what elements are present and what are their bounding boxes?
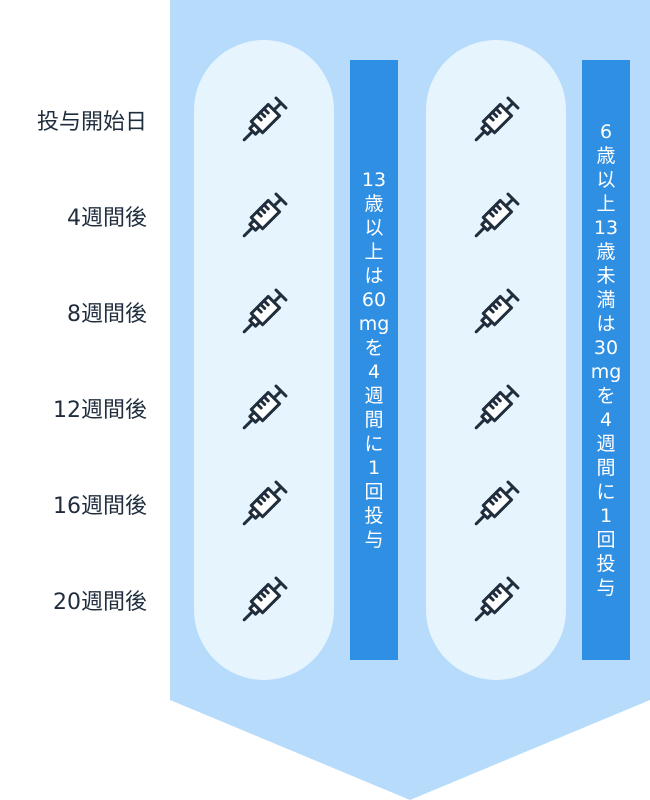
dose-label-char: 6 <box>599 121 613 143</box>
timeline-label: 8週間後 <box>67 302 147 327</box>
dose-label-char: に <box>596 481 616 503</box>
syringe-icon <box>234 570 294 630</box>
dose-label-char: 上 <box>364 241 384 263</box>
dose-label-char: 投 <box>596 553 616 575</box>
dose-label-char: mg <box>590 361 622 383</box>
dose-label-char: 週 <box>364 385 384 407</box>
dose-label-char: 4 <box>599 409 613 431</box>
dose-label-char: 与 <box>596 577 616 599</box>
syringe-icon <box>234 186 294 246</box>
dose-label-char: 投 <box>364 505 384 527</box>
dose-label-char: は <box>364 265 384 287</box>
syringe-icon <box>234 90 294 150</box>
dose-label-char: 回 <box>596 529 616 551</box>
syringe-icon <box>466 186 526 246</box>
dose-label-char: 間 <box>364 409 384 431</box>
dose-label-char: 歳 <box>364 193 384 215</box>
syringe-icon <box>466 570 526 630</box>
syringe-icon <box>234 282 294 342</box>
dose-label-char: 60 <box>361 289 387 311</box>
dose-label-char: を <box>596 385 616 407</box>
dose-label-char: 満 <box>596 289 616 311</box>
dose-label-char: 間 <box>596 457 616 479</box>
dose-label-char: を <box>364 337 384 359</box>
syringe-icon <box>466 378 526 438</box>
syringe-icon <box>466 90 526 150</box>
dose-label-char: に <box>364 433 384 455</box>
dose-label-char: 13 <box>593 217 619 239</box>
dose-label-char: 歳 <box>596 241 616 263</box>
dose-label-char: 上 <box>596 193 616 215</box>
syringe-icon <box>466 474 526 534</box>
dose-label-char: 1 <box>367 457 381 479</box>
timeline-label: 12週間後 <box>53 398 147 423</box>
dose-label-char: 歳 <box>596 145 616 167</box>
dose-column-6to13 <box>426 40 566 680</box>
dose-label-char: 30 <box>593 337 619 359</box>
dose-label-char: 以 <box>596 169 616 191</box>
dose-label-char: mg <box>358 313 390 335</box>
timeline-label: 20週間後 <box>53 590 147 615</box>
timeline-label: 16週間後 <box>53 494 147 519</box>
timeline-label: 投与開始日 <box>36 110 147 135</box>
syringe-icon <box>234 378 294 438</box>
syringe-icon <box>234 474 294 534</box>
dose-column-13plus <box>194 40 334 680</box>
dose-label-char: 1 <box>599 505 613 527</box>
syringe-icon <box>466 282 526 342</box>
timeline-label: 4週間後 <box>67 206 147 231</box>
dose-label-char: 週 <box>596 433 616 455</box>
dose-label-char: 与 <box>364 529 384 551</box>
dose-label-char: 13 <box>361 169 387 191</box>
dose-label-char: 回 <box>364 481 384 503</box>
dose-label-char: 以 <box>364 217 384 239</box>
dose-label-char: 未 <box>596 265 616 287</box>
dose-label-char: 4 <box>367 361 381 383</box>
dose-label-char: は <box>596 313 616 335</box>
